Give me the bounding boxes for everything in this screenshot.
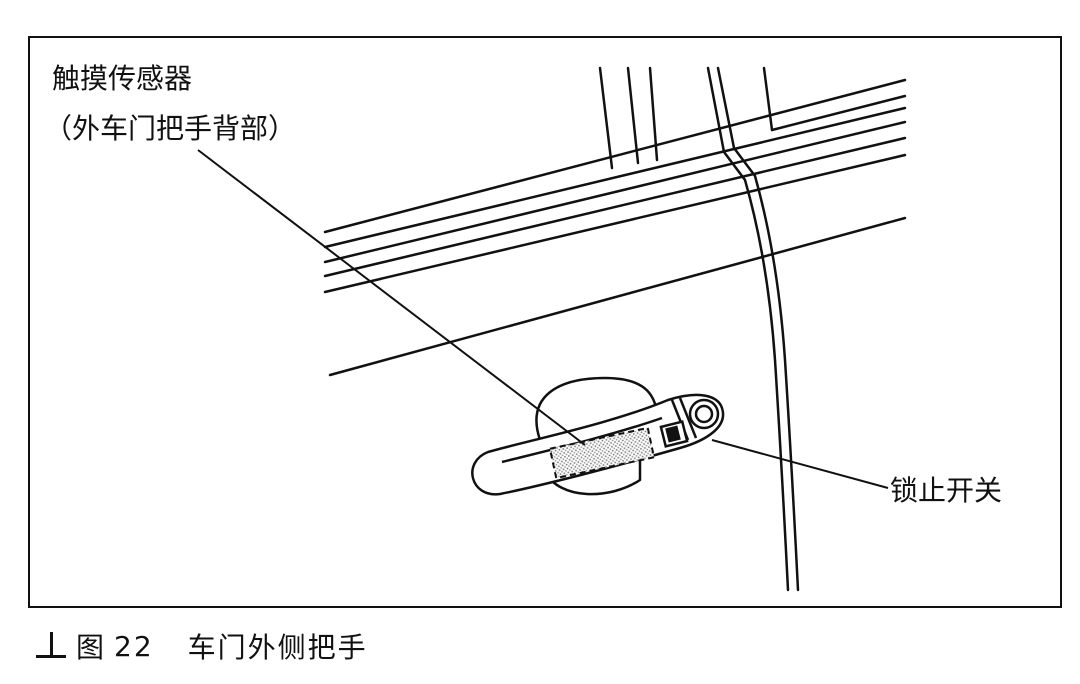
lock-switch-leader-line [711,439,889,489]
touch-sensor-area [548,426,656,480]
diagram-frame [28,36,1062,608]
figure-title: 车门外侧把手 [187,631,368,664]
lock-switch-label: 锁止开关 [890,474,1003,507]
door-gap-line [706,66,800,592]
figure-number: 22 [114,629,154,663]
figure-caption: 图 22 车门外侧把手 [36,626,368,666]
figure-word: 图 [76,631,107,664]
touch-sensor-location-label: （外车门把手背部） [44,112,297,145]
lock-switch [659,398,720,448]
window-frame [598,66,907,170]
door-belt-lines [323,78,907,377]
touch-sensor-label: 触摸传感器 [52,62,193,95]
caption-marker-icon [36,630,66,662]
sensor-leader-line [197,149,586,446]
leader-lines [197,149,889,489]
